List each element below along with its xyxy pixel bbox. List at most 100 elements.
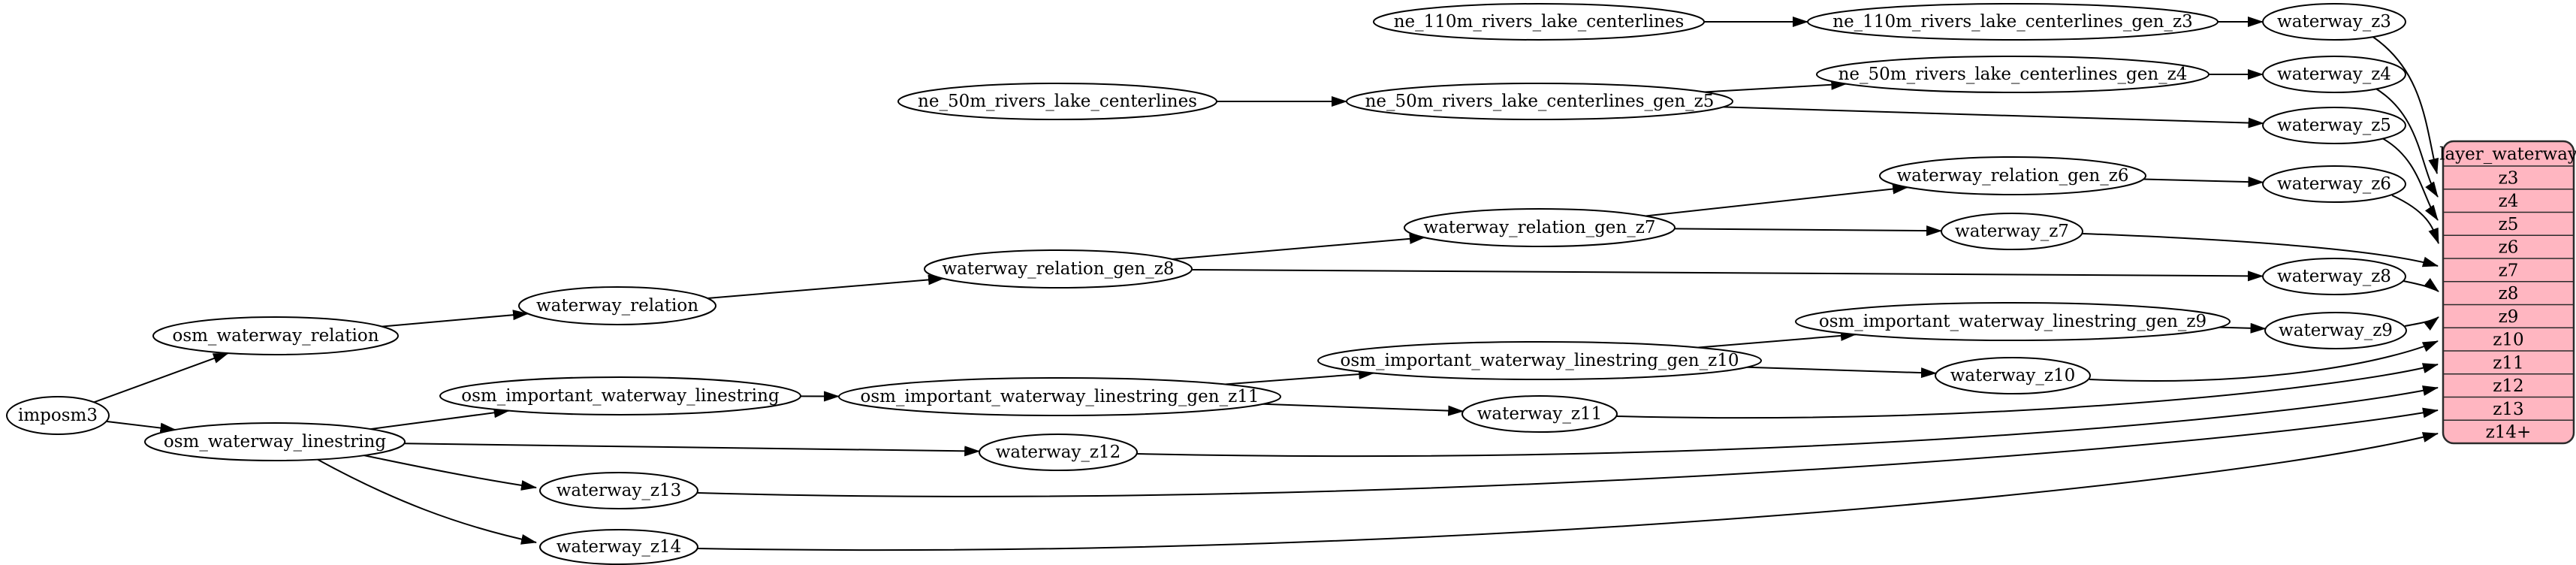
table-row-label-z8: z8 [2499, 284, 2519, 304]
table-row-label-z7: z7 [2499, 261, 2519, 280]
edge-waterway_z14-to-row-z14+ [697, 432, 2439, 551]
node-osm_important_waterway_linestring_gen_z11: osm_important_waterway_linestring_gen_z1… [838, 377, 1281, 416]
node-label-imposm3: imposm3 [18, 406, 98, 425]
node-ne_50m_rivers_lake_centerlines: ne_50m_rivers_lake_centerlines [897, 83, 1217, 120]
edge-osm_important_waterway_linestring_gen_z10-to-waterway_z10 [1747, 366, 1937, 379]
node-label-osm_important_waterway_linestring_gen_z9: osm_important_waterway_linestring_gen_z9 [1819, 312, 2206, 331]
node-label-waterway_z7: waterway_z7 [1955, 222, 2069, 241]
node-waterway_z11: waterway_z11 [1461, 395, 1618, 433]
node-ellipse-waterway_relation_gen_z7 [1404, 208, 1676, 247]
edge-osm_waterway_relation-to-waterway_relation [382, 310, 529, 328]
node-label-ne_50m_rivers_lake_centerlines_gen_z4: ne_50m_rivers_lake_centerlines_gen_z4 [1838, 65, 2188, 84]
node-ne_50m_rivers_lake_centerlines_gen_z4: ne_50m_rivers_lake_centerlines_gen_z4 [1816, 56, 2210, 93]
table-row-z12: z12 [2493, 376, 2523, 396]
node-waterway_z10: waterway_z10 [1935, 357, 2091, 394]
edge-imposm3-to-osm_waterway_relation [93, 352, 229, 403]
node-ellipse-osm_waterway_relation [152, 316, 399, 355]
table-row-label-z4: z4 [2499, 192, 2519, 211]
edge-waterway_z13-to-row-z13 [697, 407, 2439, 497]
node-label-ne_50m_rivers_lake_centerlines: ne_50m_rivers_lake_centerlines [918, 92, 1197, 111]
edge-imposm3-to-osm_waterway_linestring [106, 420, 176, 434]
node-label-osm_important_waterway_linestring_gen_z11: osm_important_waterway_linestring_gen_z1… [861, 387, 1259, 406]
node-ellipse-osm_important_waterway_linestring_gen_z9 [1795, 302, 2231, 341]
edge-waterway_z11-to-row-z11 [1616, 363, 2439, 419]
edge-waterway_z8-to-row-z8 [2403, 278, 2439, 292]
edge-waterway_relation_gen_z7-to-waterway_relation_gen_z6 [1645, 183, 1909, 217]
node-label-waterway_z3: waterway_z3 [2277, 12, 2391, 32]
edge-osm_important_waterway_linestring_gen_z9-to-waterway_z9 [2219, 322, 2267, 334]
node-label-waterway_z5: waterway_z5 [2277, 116, 2391, 135]
edge-osm_important_waterway_linestring_gen_z11-to-waterway_z11 [1262, 403, 1464, 416]
node-ellipse-waterway_relation_gen_z8 [924, 249, 1193, 289]
node-ellipse-ne_110m_rivers_lake_centerlines_gen_z3 [1807, 3, 2219, 41]
node-ellipse-waterway_z5 [2262, 107, 2406, 144]
node-label-waterway_z6: waterway_z6 [2277, 174, 2391, 194]
node-waterway_z4: waterway_z4 [2262, 56, 2406, 93]
edge-ne_50m_rivers_lake_centerlines_gen_z5-to-waterway_z5 [1723, 106, 2264, 128]
table-row-label-z12: z12 [2493, 376, 2523, 396]
node-ellipse-ne_50m_rivers_lake_centerlines [897, 83, 1217, 120]
node-ellipse-ne_50m_rivers_lake_centerlines_gen_z5 [1346, 83, 1733, 120]
edge-waterway_z5-to-row-z5 [2381, 137, 2439, 221]
table-row-label-z5: z5 [2499, 215, 2519, 234]
node-osm_important_waterway_linestring_gen_z9: osm_important_waterway_linestring_gen_z9 [1795, 302, 2231, 341]
edge-waterway_z10-to-row-z10 [2089, 340, 2439, 382]
table-row-z13: z13 [2493, 400, 2523, 419]
node-osm_important_waterway_linestring_gen_z10: osm_important_waterway_linestring_gen_z1… [1317, 341, 1762, 380]
table-row-z4: z4 [2499, 192, 2519, 211]
node-waterway_relation_gen_z6: waterway_relation_gen_z6 [1879, 156, 2146, 195]
node-waterway_z13: waterway_z13 [539, 472, 698, 509]
table-title: layer_waterway [2439, 145, 2576, 165]
node-label-waterway_z11: waterway_z11 [1477, 404, 1603, 424]
node-ne_110m_rivers_lake_centerlines_gen_z3: ne_110m_rivers_lake_centerlines_gen_z3 [1807, 3, 2219, 41]
node-waterway_z8: waterway_z8 [2262, 258, 2406, 295]
node-label-waterway_z9: waterway_z9 [2279, 321, 2393, 340]
node-ellipse-ne_50m_rivers_lake_centerlines_gen_z4 [1816, 56, 2210, 93]
table-outline [2442, 140, 2575, 445]
table-row-label-z10: z10 [2493, 331, 2523, 350]
node-ellipse-imposm3 [6, 396, 110, 435]
edge-osm_waterway_linestring-to-waterway_z13 [352, 452, 537, 491]
node-ne_50m_rivers_lake_centerlines_gen_z5: ne_50m_rivers_lake_centerlines_gen_z5 [1346, 83, 1733, 120]
table-row-label-z13: z13 [2493, 400, 2523, 419]
table-row-label-z14+: z14+ [2486, 423, 2532, 443]
node-osm_waterway_linestring: osm_waterway_linestring [144, 422, 406, 461]
node-label-waterway_relation_gen_z8: waterway_relation_gen_z8 [943, 259, 1175, 279]
node-label-waterway_relation_gen_z7: waterway_relation_gen_z7 [1424, 218, 1656, 237]
node-waterway_z14: waterway_z14 [539, 529, 698, 565]
table-row-label-z11: z11 [2493, 353, 2523, 373]
node-label-waterway_z13: waterway_z13 [557, 481, 682, 500]
node-osm_important_waterway_linestring: osm_important_waterway_linestring [439, 376, 801, 415]
node-waterway_z6: waterway_z6 [2262, 165, 2406, 203]
node-ellipse-waterway_z13 [539, 472, 698, 509]
node-ellipse-waterway_z14 [539, 529, 698, 565]
node-label-waterway_relation: waterway_relation [536, 296, 698, 316]
node-ellipse-waterway_z11 [1461, 395, 1618, 433]
node-waterway_relation_gen_z7: waterway_relation_gen_z7 [1404, 208, 1676, 247]
node-label-ne_110m_rivers_lake_centerlines_gen_z3: ne_110m_rivers_lake_centerlines_gen_z3 [1832, 12, 2193, 32]
table-row-z5: z5 [2499, 215, 2519, 234]
node-ellipse-osm_important_waterway_linestring_gen_z11 [838, 377, 1281, 416]
node-label-waterway_relation_gen_z6: waterway_relation_gen_z6 [1897, 166, 2129, 186]
node-ellipse-waterway_z7 [1941, 213, 2083, 250]
node-waterway_z5: waterway_z5 [2262, 107, 2406, 144]
node-label-waterway_z4: waterway_z4 [2277, 65, 2391, 84]
table-row-z9: z9 [2499, 307, 2519, 327]
node-osm_waterway_relation: osm_waterway_relation [152, 316, 399, 355]
table-row-z11: z11 [2493, 353, 2523, 373]
table-row-z6: z6 [2499, 238, 2519, 258]
node-ellipse-waterway_z3 [2262, 3, 2406, 41]
node-ellipse-waterway_z10 [1935, 357, 2091, 394]
edge-waterway_relation_gen_z7-to-waterway_z7 [1674, 225, 1943, 237]
table-row-z7: z7 [2499, 261, 2519, 280]
node-ellipse-osm_important_waterway_linestring [439, 376, 801, 415]
edge-waterway_z9-to-row-z9 [2404, 316, 2439, 331]
node-ellipse-osm_important_waterway_linestring_gen_z10 [1317, 341, 1762, 380]
table-row-z3: z3 [2499, 168, 2519, 188]
node-label-osm_waterway_linestring: osm_waterway_linestring [164, 432, 386, 452]
nodes-layer: imposm3 osm_waterway_relation osm_waterway… [6, 3, 2407, 565]
edge-ne_50m_rivers_lake_centerlines_gen_z5-to-ne_50m_rivers_lake_centerlines_gen_z4 [1704, 79, 1848, 93]
